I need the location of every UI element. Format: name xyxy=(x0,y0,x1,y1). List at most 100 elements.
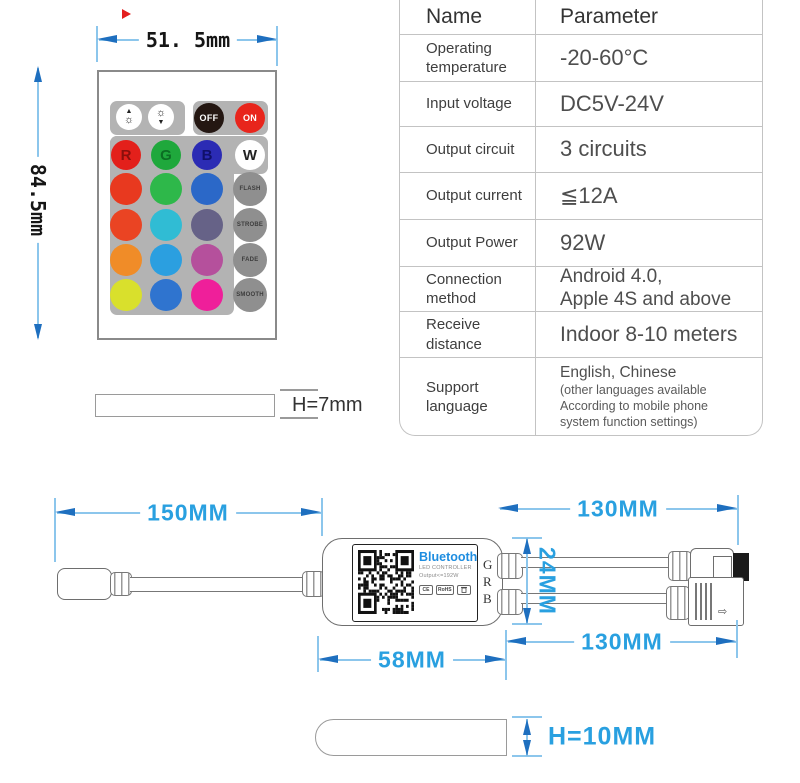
row-name: Output Power xyxy=(400,220,536,266)
dim-ext-line xyxy=(736,620,738,658)
cable-length-label: 150MM xyxy=(140,499,236,527)
color-button xyxy=(191,173,223,205)
row-note: (other languages available According to … xyxy=(560,383,709,429)
white-channel-button: W xyxy=(235,140,265,170)
pin-label-r: R xyxy=(483,574,492,589)
strobe-mode-button: STROBE xyxy=(233,208,267,242)
spec-table: Name Parameter Operating temperature -20… xyxy=(399,0,763,436)
color-button xyxy=(110,173,142,205)
thickness-tick xyxy=(280,417,318,419)
blue-channel-button: B xyxy=(192,140,222,170)
dim-arrow-icon xyxy=(34,66,42,82)
off-button: OFF xyxy=(194,103,224,133)
wire-top-length-label: 130MM xyxy=(570,495,666,523)
dim-arrow-icon xyxy=(523,740,531,756)
remote-height-label: 84.5mm xyxy=(26,156,50,244)
dim-ext-line xyxy=(737,495,739,545)
brightness-up-button: ▲ ☼ xyxy=(116,104,142,130)
color-button xyxy=(191,209,223,241)
row-name: Support language xyxy=(400,358,536,435)
strain-relief xyxy=(668,551,692,581)
power-cable xyxy=(130,577,304,592)
weee-bin-icon xyxy=(456,584,471,595)
row-value: 92W xyxy=(560,229,606,255)
row-value: DC5V-24V xyxy=(560,90,664,116)
label-line1: LED CONTROLLER xyxy=(419,565,472,571)
row-value: 3 circuits xyxy=(560,136,647,162)
body-width-label: 58MM xyxy=(371,646,453,674)
fade-mode-button: FADE xyxy=(233,243,267,277)
row-name: Operating temperature xyxy=(400,35,536,81)
row-value: Android 4.0, Apple 4S and above xyxy=(560,266,732,310)
header-parameter: Parameter xyxy=(560,5,659,29)
table-header-row: Name Parameter xyxy=(400,0,762,35)
thickness-tick xyxy=(280,389,318,391)
remote-thickness-label: H=7mm xyxy=(292,394,363,416)
dim-ext-line xyxy=(276,26,278,66)
controller-side-view xyxy=(315,719,507,756)
row-value: ≦12A xyxy=(560,182,618,208)
strain-relief xyxy=(666,586,690,620)
direction-arrow-icon: ⇨ xyxy=(718,606,728,618)
smooth-mode-button: SMOOTH xyxy=(233,278,267,312)
row-name: Receive distance xyxy=(400,312,536,357)
color-button xyxy=(150,209,182,241)
dim-arrow-icon xyxy=(717,504,737,512)
table-row: Output current ≦12A xyxy=(400,173,762,220)
row-name: Output current xyxy=(400,173,536,219)
dim-arrow-icon xyxy=(498,504,518,512)
connector-slot xyxy=(695,583,697,620)
header-name: Name xyxy=(400,0,536,34)
qr-code xyxy=(358,550,414,614)
red-channel-button: R xyxy=(111,140,141,170)
dim-arrow-icon xyxy=(485,655,505,663)
remote-side-view xyxy=(95,394,275,417)
row-value: English, Chinese xyxy=(560,363,677,381)
dc-female-connector xyxy=(57,568,112,600)
rohs-mark: RoHS xyxy=(436,584,454,595)
color-button xyxy=(110,279,142,311)
dim-arrow-icon xyxy=(55,508,75,516)
dim-tick xyxy=(512,755,542,757)
dim-ext-line xyxy=(96,26,98,62)
pin-label-g: G xyxy=(483,557,493,572)
dim-arrow-icon xyxy=(318,655,338,663)
table-row: Output Power 92W xyxy=(400,220,762,267)
table-row: Operating temperature -20-60°C xyxy=(400,35,762,82)
dim-line-thickness xyxy=(526,719,528,755)
strain-relief xyxy=(110,572,132,596)
row-name: Connection method xyxy=(400,267,536,311)
color-button xyxy=(110,244,142,276)
dim-tick xyxy=(512,623,542,625)
color-button xyxy=(110,209,142,241)
row-value: -20-60°C xyxy=(560,44,649,70)
wire-gap-label: 24MM xyxy=(534,547,561,615)
strain-relief xyxy=(497,553,523,579)
pin-label-b: B xyxy=(483,591,492,606)
dim-tick xyxy=(512,716,542,718)
output-wire-top xyxy=(521,557,671,568)
label-line2: Output<=192W xyxy=(419,573,459,580)
connector-slot xyxy=(700,583,702,620)
strain-relief xyxy=(497,589,523,615)
connector-slot xyxy=(710,583,712,620)
on-button: ON xyxy=(235,103,265,133)
output-wire-bottom xyxy=(521,593,669,604)
table-row: Connection method Android 4.0, Apple 4S … xyxy=(400,266,762,312)
table-row: Output circuit 3 circuits xyxy=(400,127,762,173)
dim-ext-line xyxy=(321,498,323,536)
row-value: Indoor 8-10 meters xyxy=(560,322,738,346)
sun-icon: ☼ xyxy=(155,107,167,119)
brand-text: Bluetooth xyxy=(419,550,478,564)
up-arrow-icon: ▲ xyxy=(125,108,133,115)
signal-arrow-icon xyxy=(122,9,136,19)
color-button xyxy=(150,173,182,205)
dim-ext-line xyxy=(505,630,507,680)
dim-arrow-icon xyxy=(97,35,117,43)
dim-arrow-icon xyxy=(523,538,531,554)
dim-arrow-icon xyxy=(34,324,42,340)
connector-slot xyxy=(705,583,707,620)
row-name: Output circuit xyxy=(400,127,536,172)
